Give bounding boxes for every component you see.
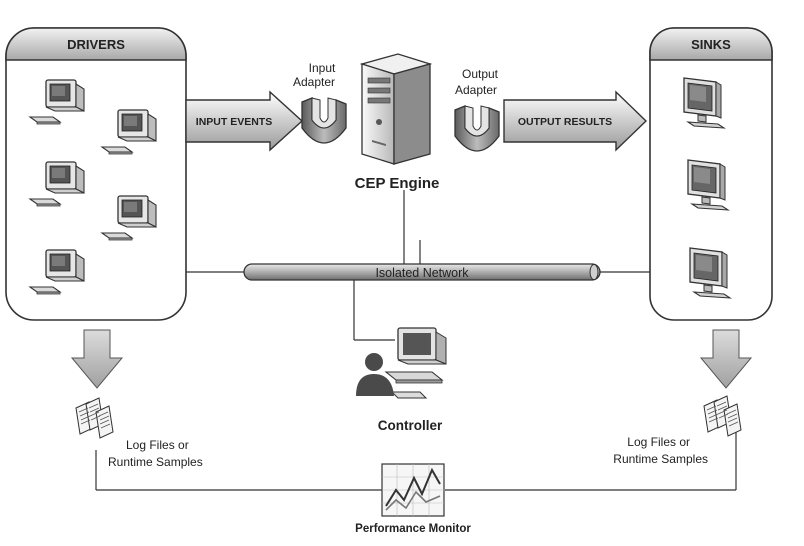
drivers-panel: DRIVERS [5, 27, 187, 321]
line-chart-icon [381, 463, 445, 517]
server-tower-icon [359, 53, 433, 165]
sinks-panel: SINKS [649, 27, 773, 321]
controller-workstation-icon [356, 327, 447, 399]
input-events-label: INPUT EVENTS [196, 116, 272, 128]
isolated-network-label: Isolated Network [375, 266, 469, 280]
input-adapter-label-line2: Adapter [293, 75, 335, 89]
connection-lines [95, 190, 737, 491]
sinks-title: SINKS [691, 37, 731, 52]
output-adapter: Output Adapter [454, 67, 500, 152]
output-adapter-label-line1: Output [462, 67, 499, 81]
controller: Controller [356, 327, 447, 433]
output-results-label: OUTPUT RESULTS [518, 116, 612, 128]
performance-monitor: Performance Monitor [355, 463, 471, 535]
cep-engine: CEP Engine [355, 53, 440, 192]
controller-label: Controller [378, 418, 443, 433]
drivers-title: DRIVERS [67, 37, 125, 52]
left-log-line2: Runtime Samples [108, 455, 203, 469]
output-adapter-icon [454, 105, 500, 152]
input-adapter: Input Adapter [293, 61, 347, 144]
input-events-arrow: INPUT EVENTS [185, 90, 304, 152]
right-down-arrow [699, 329, 753, 389]
right-log-files: Log Files or Runtime Samples [613, 395, 742, 466]
output-results-arrow: OUTPUT RESULTS [503, 90, 648, 152]
right-log-line2: Runtime Samples [613, 452, 708, 466]
left-log-line1: Log Files or [126, 438, 189, 452]
performance-monitor-label: Performance Monitor [355, 523, 471, 535]
output-adapter-label-line2: Adapter [455, 83, 497, 97]
right-log-line1: Log Files or [627, 435, 690, 449]
left-down-arrow [70, 329, 124, 389]
isolated-network-pipe: Isolated Network [243, 263, 601, 281]
document-stack-icon [703, 395, 742, 437]
cep-engine-label: CEP Engine [355, 175, 440, 192]
input-adapter-label-line1: Input [309, 61, 336, 75]
document-stack-icon [75, 397, 114, 439]
input-adapter-icon [301, 97, 347, 144]
left-log-files: Log Files or Runtime Samples [75, 397, 203, 469]
